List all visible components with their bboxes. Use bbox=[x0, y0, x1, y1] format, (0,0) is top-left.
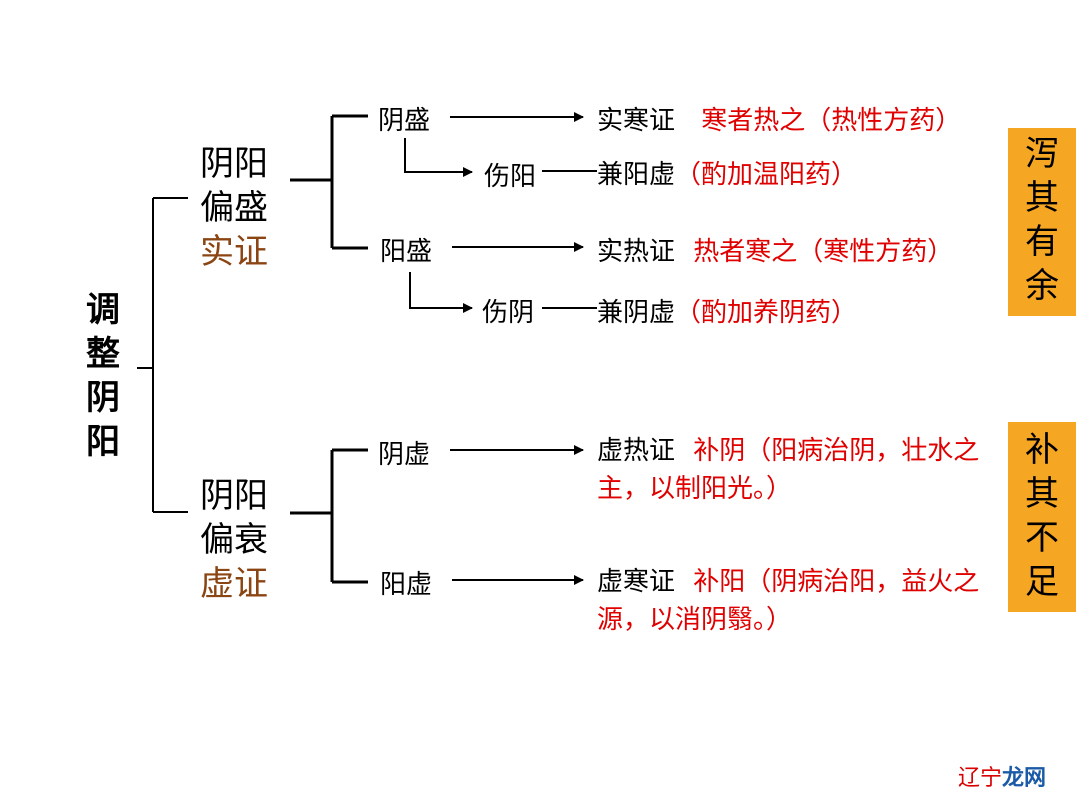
principle-box-drain-excess: 泻 其 有 余 bbox=[1008, 128, 1076, 316]
arrow-damage-yang bbox=[404, 138, 473, 177]
node-yang-deficiency: 阳虚 bbox=[380, 570, 433, 600]
excess-group-label: 阴阳 偏盛 实证 bbox=[200, 144, 268, 272]
row-real-cold: 实寒证 寒者热之（热性方药） bbox=[597, 100, 961, 137]
excess-bracket bbox=[290, 114, 368, 250]
treatment-text: （酌加养阴药） bbox=[675, 298, 858, 328]
deficiency-bracket bbox=[290, 448, 368, 584]
syndrome-label: 实寒证 bbox=[597, 106, 676, 136]
root-bracket bbox=[137, 197, 188, 513]
syndrome-label: 兼阳虚 bbox=[597, 160, 676, 190]
arrow-damage-yin bbox=[409, 272, 473, 313]
node-damage-yin: 伤阴 bbox=[482, 298, 535, 328]
node-yin-excess: 阴盛 bbox=[378, 106, 431, 136]
root-label: 调 整 阴 阳 bbox=[86, 290, 120, 462]
row-real-heat: 实热证 热者寒之（寒性方药） bbox=[597, 231, 953, 268]
node-yin-deficiency: 阴虚 bbox=[378, 440, 431, 470]
syndrome-label: 兼阴虚 bbox=[597, 298, 676, 328]
node-damage-yang: 伤阳 bbox=[484, 162, 537, 192]
syndrome-label: 虚热证 bbox=[597, 436, 676, 466]
row-deficient-cold: 虚寒证 补阳（阴病治阳，益火之源，以消阴翳。） bbox=[597, 563, 1007, 639]
treatment-text: 寒者热之（热性方药） bbox=[701, 106, 962, 136]
node-yang-excess: 阳盛 bbox=[380, 237, 433, 267]
principle-box-tonify-deficiency: 补 其 不 足 bbox=[1008, 422, 1076, 612]
deficiency-group-label: 阴阳 偏衰 虚证 bbox=[200, 476, 268, 604]
treatment-text: 补阳（阴病治阳，益火之源，以消阴翳。） bbox=[597, 567, 980, 635]
row-deficient-heat: 虚热证 补阴（阳病治阴，壮水之主，以制阳光。） bbox=[597, 432, 1007, 508]
treatment-text: （酌加温阳药） bbox=[675, 160, 858, 190]
syndrome-label: 虚寒证 bbox=[597, 567, 676, 597]
syndrome-label: 实热证 bbox=[597, 237, 676, 267]
watermark-logo: 辽宁龙网 bbox=[957, 766, 1046, 791]
row-yang-deficiency-combined: 兼阳虚（酌加温阳药） bbox=[597, 154, 857, 191]
treatment-text: 热者寒之（寒性方药） bbox=[693, 237, 954, 267]
row-yin-deficiency-combined: 兼阴虚（酌加养阴药） bbox=[597, 292, 857, 329]
treatment-text: 补阴（阳病治阴，壮水之主，以制阳光。） bbox=[597, 436, 980, 504]
